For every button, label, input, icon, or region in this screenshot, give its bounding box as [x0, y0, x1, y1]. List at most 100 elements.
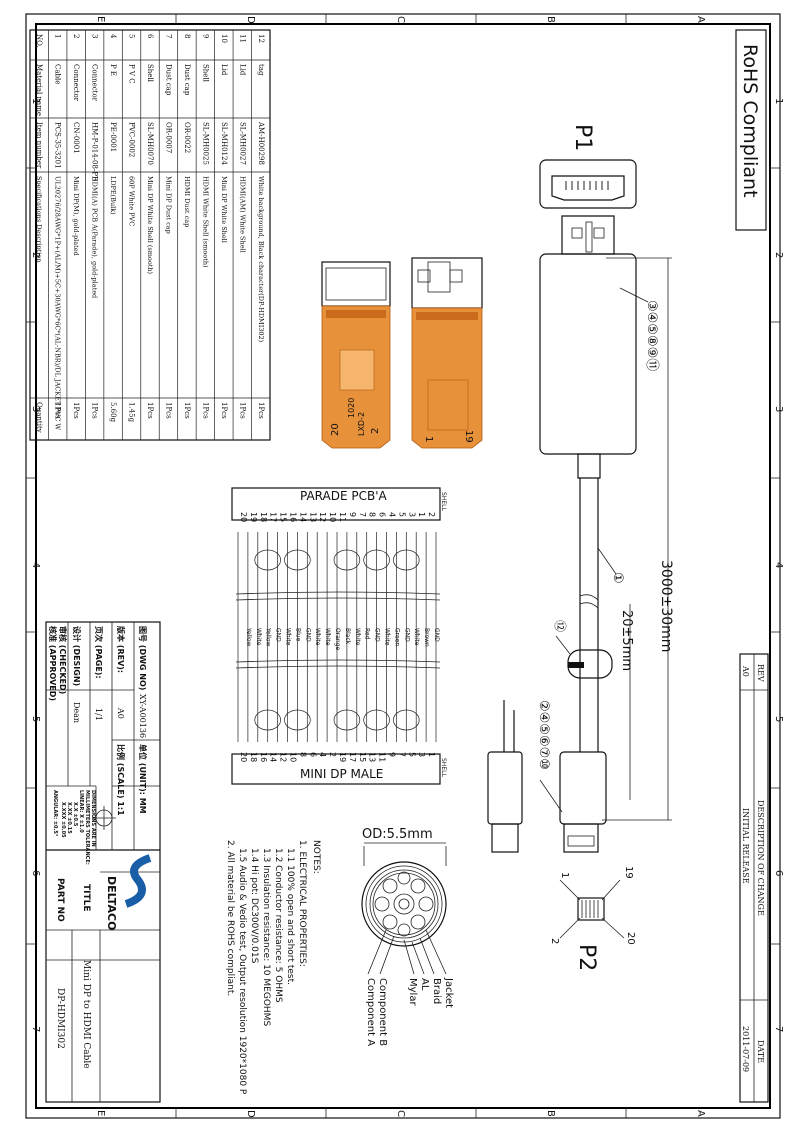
bom-cell-spec: LDPE(Bulk)	[109, 176, 117, 215]
zone-number: 2	[773, 252, 784, 258]
page-label: 页次 (PAGE):	[94, 626, 104, 679]
title-label: TITLE	[81, 884, 91, 912]
pcb-pin-number: 10	[328, 512, 337, 522]
shell-label-bottom: SHELL	[440, 758, 447, 777]
part-value: DP-HDMI302	[55, 988, 65, 1049]
wire-color-label: Red	[364, 628, 371, 640]
bom-cell-spec: 60P White PVC	[128, 176, 136, 226]
bom-cell-material: Lid	[238, 64, 246, 76]
zone-letter: A	[695, 1110, 706, 1117]
minidp-pin-number: 3	[417, 752, 426, 757]
bom-cell-no: 8	[183, 34, 191, 38]
ferrite-dimension: 20±5mm	[619, 610, 634, 671]
bom-cell-material: Cable	[54, 64, 62, 84]
design-label: 设计 (DESIGN)	[72, 626, 82, 686]
drawing-frame: 1 2 3 4 5 6 7 1 2 3 4 5 6 7 A B C D E A …	[25, 13, 784, 1119]
note-line: 1.1 100% open and short test.	[285, 848, 295, 985]
zone-letter: D	[245, 16, 256, 24]
xsec-braid: Braid	[431, 978, 442, 1004]
bom-cell-qty: Quantity	[35, 402, 43, 433]
pcb-pin-number: 5	[397, 512, 406, 517]
p2-pin-19: 19	[623, 866, 634, 879]
zone-number: 4	[30, 562, 41, 568]
bom-cell-qty: 1Pcs	[146, 402, 154, 419]
twisted-pair-shield	[254, 549, 281, 571]
wire-color-label: White	[314, 628, 321, 646]
approved-label: 核准 (APPROVED)	[48, 626, 58, 701]
part-label: PART NO	[55, 878, 65, 922]
length-dimension: 3000±30mm	[658, 560, 674, 652]
wire-color-label: Black	[344, 628, 351, 645]
bom-cell-spec: HDMI Dust cap	[183, 176, 191, 227]
minidp-header: MINI DP MALE	[300, 767, 383, 781]
bom-cell-qty: 1Pcs	[164, 402, 172, 419]
wire-color-label: Blue	[294, 628, 301, 642]
bom-cell-material: Connector	[72, 64, 80, 102]
pcb-board-a: 1020 LXD-2 2 20	[321, 261, 391, 449]
minidp-pin-number: 13	[368, 752, 377, 762]
zone-number: 3	[773, 406, 784, 412]
zone-number: 7	[30, 1026, 41, 1032]
wire-color-label: White	[384, 628, 391, 646]
zone-letter: C	[395, 1110, 406, 1117]
zone-number: 6	[773, 870, 784, 876]
bom-cell-material: Dust cap	[183, 64, 191, 96]
pcb-pin-number: 17	[269, 512, 278, 522]
zone-number: 5	[30, 716, 41, 722]
minidp-pin-number: 19	[338, 752, 347, 762]
bom-cell-material: Dust cap	[164, 64, 172, 96]
cable-cross-section: OD:5.5mm Jacket Braid AL Mylar Co	[361, 827, 454, 1046]
twisted-pair-shield	[363, 709, 390, 731]
balloon-cable: ①	[610, 572, 625, 584]
wire-color-label: GND	[403, 628, 410, 642]
pcb-pin-number: 13	[308, 512, 317, 522]
zone-letter: E	[95, 1110, 106, 1116]
scale-label: 比例 (SCALE) 1:1	[116, 744, 126, 816]
tol-line: X.XXX ±0.05	[60, 802, 66, 838]
bom-cell-material: Shell	[146, 64, 154, 83]
wire-color-label: White	[324, 628, 331, 646]
minidp-connector: ②④⑤⑥⑦⑩ P2 1 19 2 20	[487, 700, 636, 971]
zone-number: 1	[30, 98, 41, 104]
zone-letter: E	[95, 16, 106, 22]
wire-color-label: GND	[374, 628, 381, 642]
balloon-ferrite: ⑫	[553, 620, 567, 632]
pcb-a-text2: LXD-2	[357, 412, 366, 436]
pcb-a-pin-2: 2	[370, 428, 381, 434]
bom-cell-item: Item number	[35, 122, 43, 169]
bom-cell-spec: Mini DP White Shell (smooth)	[146, 176, 154, 275]
pcb-pin-number: 18	[259, 512, 268, 522]
twisted-pair-shield	[284, 549, 311, 571]
pcb-a-pin-20: 20	[330, 423, 341, 436]
bom-cell-item: PVC-0002	[128, 122, 136, 157]
tol-line: MILLIMETERS TOLERANCE:	[84, 790, 90, 865]
wire-color-label: White	[354, 628, 361, 646]
bom-cell-item: CN-0001	[72, 122, 80, 154]
bom-cell-no: NO.	[35, 34, 43, 48]
wire-color-label: Brown	[423, 628, 430, 647]
pcb-pin-number: 16	[289, 512, 298, 522]
xsec-jacket: Jacket	[443, 977, 454, 1008]
pcb-board-b: 1 19	[411, 257, 483, 449]
pcb-a-text1: 1020	[347, 398, 356, 418]
pcb-pin-number: 19	[249, 512, 258, 522]
wire-color-label: Yellow	[245, 627, 252, 647]
bom-cell-item: SL-MH0070	[146, 122, 154, 165]
dwg-no-label: 图号 (DWG NO)	[138, 626, 147, 690]
minidp-pin-number: 14	[269, 752, 278, 762]
bom-cell-item: OR-0007	[164, 122, 172, 153]
twisted-pair-shield	[333, 709, 361, 731]
notes-heading: NOTES:	[311, 840, 321, 874]
unit-label: 单位 (UNIT): MM	[138, 744, 148, 814]
bom-cell-qty: 1Pcs	[72, 402, 80, 419]
balloon-hdmi: ③④⑤⑧⑨⑪	[644, 300, 659, 371]
